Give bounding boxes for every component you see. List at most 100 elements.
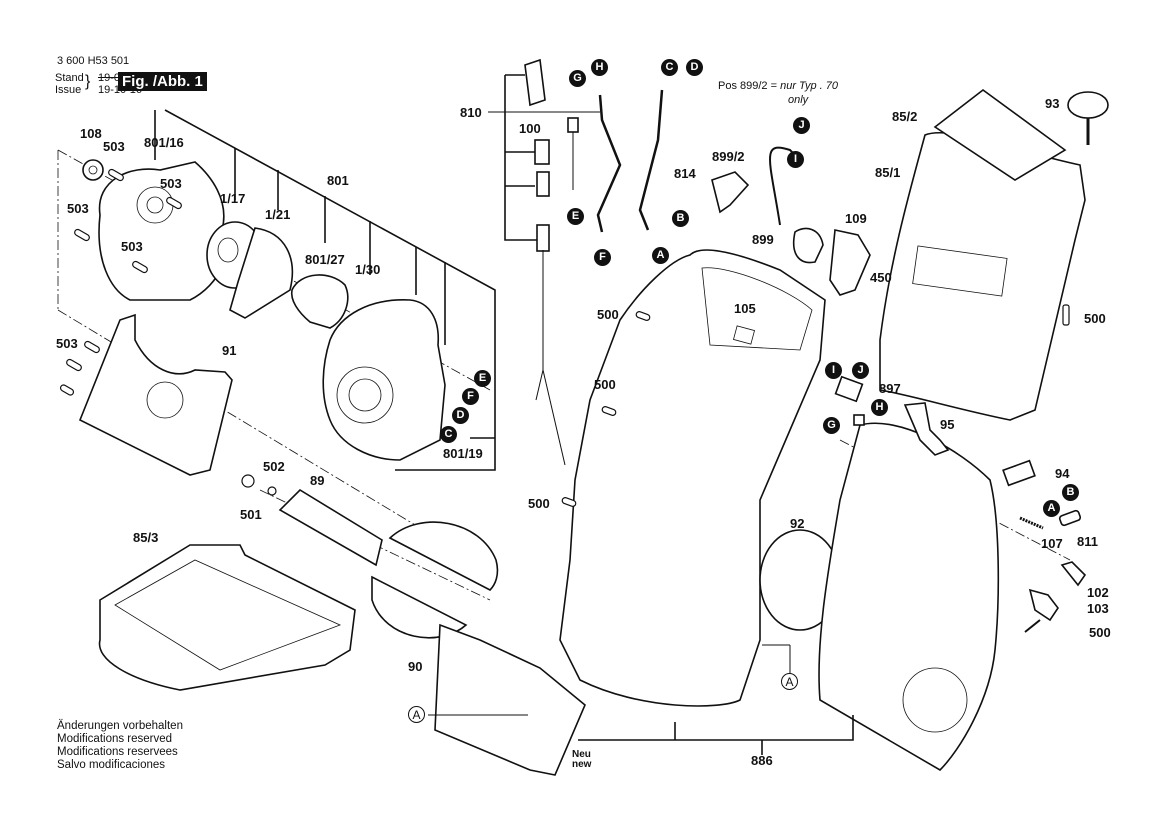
connector-b: B	[672, 210, 689, 227]
label-107: 107	[1041, 536, 1063, 551]
label-801-19: 801/19	[443, 446, 483, 461]
label-503: 503	[121, 239, 143, 254]
connector-d: D	[452, 407, 469, 424]
label-500: 500	[597, 307, 619, 322]
label-801: 801	[327, 173, 349, 188]
label-109: 109	[845, 211, 867, 226]
part-85-3-collection-tray	[98, 544, 356, 691]
label-90: 90	[408, 659, 423, 674]
disclaimer-line: Modifications reservees	[57, 746, 178, 758]
note-line: Pos 899/2 = nur Typ . 70	[718, 80, 838, 92]
part-85-2-plate	[933, 88, 1067, 181]
part-103-knob	[1028, 588, 1059, 622]
label-105: 105	[734, 301, 756, 316]
figure-label: Fig. /Abb. 1	[118, 72, 207, 91]
disclaimer-line: Änderungen vorbehalten	[57, 720, 183, 732]
connector-e: E	[474, 370, 491, 387]
part-85-1-hopper	[879, 131, 1086, 421]
part-94-knob	[1002, 459, 1036, 487]
label-502: 502	[263, 459, 285, 474]
label-85-3: 85/3	[133, 530, 159, 545]
part-102-pin	[1060, 561, 1087, 587]
part-886-housing-left	[559, 249, 826, 707]
brace: }	[85, 73, 91, 90]
part-sleeve	[534, 139, 550, 165]
connector-h: H	[591, 59, 608, 76]
label-450: 450	[870, 270, 892, 285]
part-89-blade-holder	[278, 488, 383, 567]
label-1-30: 1/30	[355, 262, 381, 277]
label-801-27: 801/27	[305, 252, 345, 267]
disclaimer-line: Salvo modificaciones	[57, 759, 166, 771]
disclaimer-line: Modifications reserved	[57, 733, 173, 745]
stand-label: Stand	[55, 72, 84, 84]
connector-d: D	[686, 59, 703, 76]
label-814: 814	[674, 166, 696, 181]
label-811: 811	[1077, 534, 1098, 549]
label-810: 810	[460, 105, 482, 120]
label-897: 897	[879, 381, 901, 396]
label-94: 94	[1055, 466, 1070, 481]
label-500: 500	[1089, 625, 1111, 640]
part-1-21-cover	[229, 227, 294, 319]
connector-i: I	[787, 151, 804, 168]
label-503: 503	[160, 176, 182, 191]
label-92: 92	[790, 516, 805, 531]
connector-b: B	[1062, 484, 1079, 501]
label-801-16: 801/16	[144, 135, 184, 150]
part-801-27-bearing-cap	[290, 274, 349, 329]
part-new-chute	[434, 623, 586, 776]
part-105-label	[733, 325, 755, 345]
reference-marker-a: A	[781, 673, 798, 690]
label-503: 503	[56, 336, 78, 351]
part-500-screw	[1062, 304, 1070, 326]
part-90-blade-lower	[371, 575, 468, 639]
connector-c: C	[661, 59, 678, 76]
label-103: 103	[1087, 601, 1109, 616]
label-503: 503	[67, 201, 89, 216]
part-502-washer	[267, 486, 277, 496]
label-89: 89	[310, 473, 325, 488]
part-93-knob	[1067, 91, 1109, 119]
part-109-switch-holder	[829, 229, 871, 296]
label-95: 95	[940, 417, 955, 432]
note-text-de: nur Typ . 70	[780, 80, 838, 92]
connector-g: G	[823, 417, 840, 434]
part-108-bearing	[82, 159, 104, 181]
bracket-801	[164, 109, 496, 471]
part-897-switch	[834, 375, 864, 403]
label-899: 899	[752, 232, 774, 247]
connector-j: J	[793, 117, 810, 134]
part-501-screw	[241, 474, 255, 488]
part-1-30-motor-housing	[322, 299, 446, 461]
part-sleeve	[536, 171, 550, 197]
part-810-clip	[524, 58, 546, 107]
part-number: 3 600 H53 501	[57, 55, 130, 67]
label-85-2: 85/2	[892, 109, 918, 124]
label-91: 91	[222, 343, 237, 358]
label-899-2: 899/2	[712, 149, 745, 164]
connector-g: G	[569, 70, 586, 87]
part-811-cap	[1058, 509, 1082, 527]
connector-a: A	[652, 247, 669, 264]
connector-j: J	[852, 362, 869, 379]
part-100-terminal	[567, 117, 579, 133]
label-85-1: 85/1	[875, 165, 901, 180]
label-503: 503	[103, 139, 125, 154]
bracket-886	[578, 715, 854, 741]
part-sleeve	[853, 414, 865, 426]
connector-f: F	[462, 388, 479, 405]
connector-h: H	[871, 399, 888, 416]
connector-c: C	[440, 426, 457, 443]
label-886: 886	[751, 753, 773, 768]
issue-label: Issue	[55, 84, 82, 96]
label-108: 108	[80, 126, 102, 141]
connector-i: I	[825, 362, 842, 379]
connector-e: E	[567, 208, 584, 225]
connector-a: A	[1043, 500, 1060, 517]
bracket-810	[504, 75, 540, 241]
part-899-plug	[793, 227, 824, 264]
